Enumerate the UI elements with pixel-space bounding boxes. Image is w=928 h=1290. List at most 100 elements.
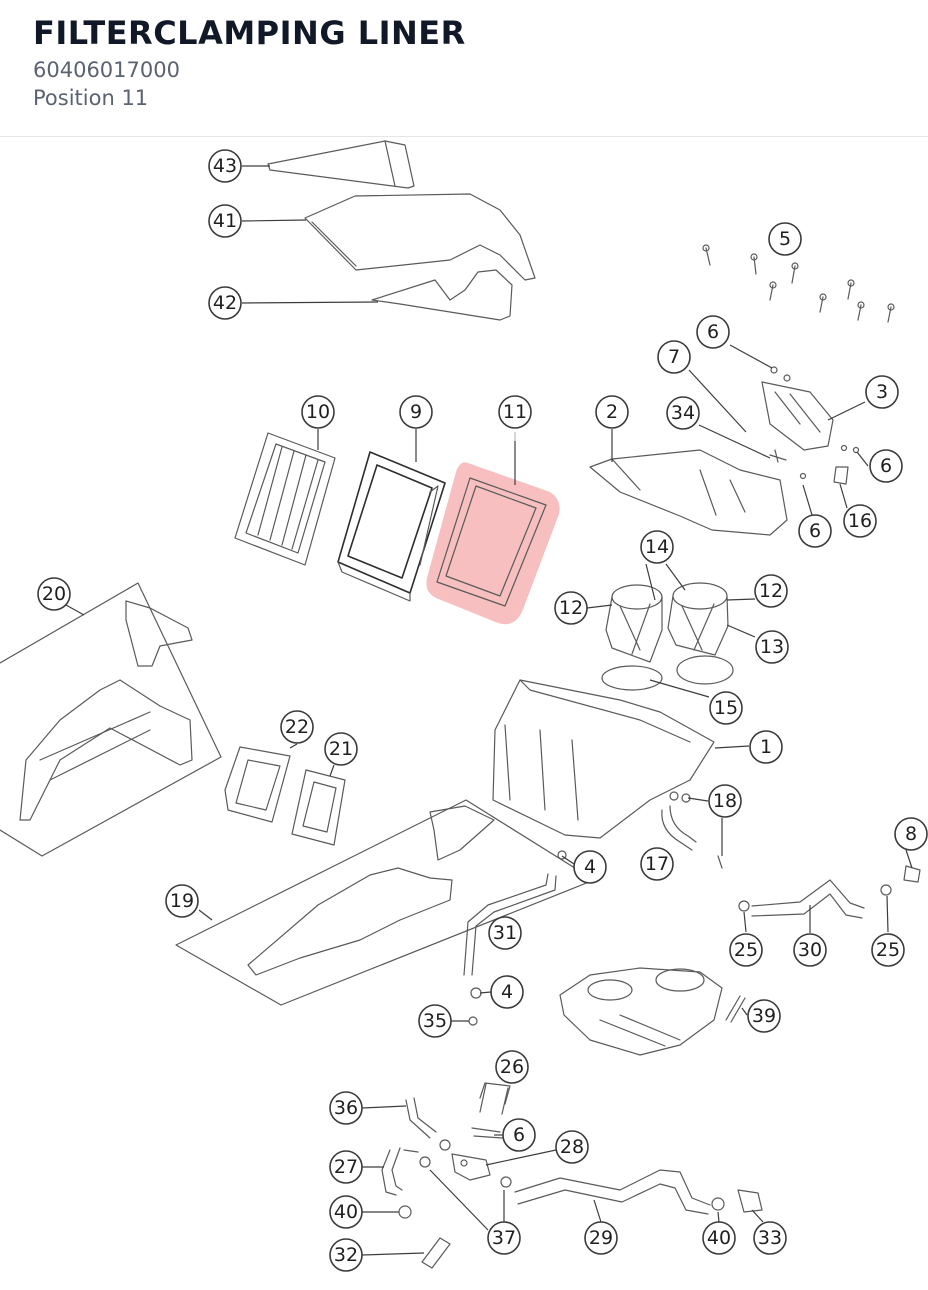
part-33-sensor — [737, 1189, 763, 1213]
part-31-hose — [463, 873, 557, 976]
callout-34[interactable]: 34 — [666, 396, 700, 430]
callout-42[interactable]: 42 — [208, 286, 242, 320]
part-6-screws-lower — [471, 1127, 503, 1139]
svg-text:12: 12 — [759, 580, 783, 602]
svg-text:2: 2 — [606, 401, 618, 423]
callout-28[interactable]: 28 — [555, 1130, 589, 1164]
part-28-fitting — [451, 1153, 491, 1181]
callout-12-right[interactable]: 12 — [754, 574, 788, 608]
part-25-clamps — [738, 884, 892, 912]
page-header: FILTERCLAMPING LINER 60406017000 Positio… — [0, 0, 928, 137]
part-41-cover — [304, 193, 536, 281]
callout-5[interactable]: 5 — [768, 222, 802, 256]
callout-8[interactable]: 8 — [894, 817, 928, 851]
position-label: Position 11 — [33, 86, 149, 110]
part-42-cover — [371, 269, 513, 321]
svg-text:42: 42 — [213, 292, 237, 314]
callout-30[interactable]: 30 — [793, 933, 827, 967]
svg-text:6: 6 — [513, 1124, 525, 1146]
part-15-o-rings — [601, 655, 734, 691]
callout-27[interactable]: 27 — [329, 1150, 363, 1184]
svg-text:27: 27 — [334, 1156, 358, 1178]
callout-26[interactable]: 26 — [495, 1050, 529, 1084]
callout-2[interactable]: 2 — [595, 395, 629, 429]
callout-20[interactable]: 20 — [37, 577, 71, 611]
svg-text:22: 22 — [285, 716, 309, 738]
callout-31[interactable]: 31 — [488, 916, 522, 950]
callout-4-lower[interactable]: 4 — [490, 975, 524, 1009]
callout-10[interactable]: 10 — [301, 395, 335, 429]
callout-11-highlighted[interactable]: 11 — [486, 383, 544, 441]
callout-21[interactable]: 21 — [324, 732, 358, 766]
callout-35[interactable]: 35 — [418, 1004, 452, 1038]
part-2-intake-duct — [589, 449, 788, 536]
callout-1[interactable]: 1 — [749, 730, 783, 764]
svg-text:14: 14 — [645, 536, 669, 558]
part-26-bracket — [479, 1082, 511, 1115]
svg-text:8: 8 — [905, 823, 917, 845]
callout-6-mid[interactable]: 6 — [798, 514, 832, 548]
part-10-air-filter — [234, 432, 336, 566]
svg-text:26: 26 — [500, 1056, 524, 1078]
svg-text:11: 11 — [503, 401, 527, 423]
callout-15[interactable]: 15 — [709, 691, 743, 725]
part-30-hose — [751, 879, 865, 919]
svg-text:4: 4 — [584, 856, 596, 878]
callout-25-right[interactable]: 25 — [871, 933, 905, 967]
part-number: 60406017000 — [33, 58, 180, 82]
svg-text:12: 12 — [559, 597, 583, 619]
callout-13[interactable]: 13 — [755, 630, 789, 664]
svg-text:40: 40 — [334, 1201, 358, 1223]
svg-text:7: 7 — [668, 346, 680, 368]
callout-43[interactable]: 43 — [208, 149, 242, 183]
callout-40-right[interactable]: 40 — [702, 1221, 736, 1255]
callout-40-left[interactable]: 40 — [329, 1195, 363, 1229]
part-3-bracket — [761, 366, 834, 451]
callout-3[interactable]: 3 — [865, 375, 899, 409]
callout-6-right[interactable]: 6 — [869, 449, 903, 483]
callout-6-top[interactable]: 6 — [696, 315, 730, 349]
callout-29[interactable]: 29 — [584, 1221, 618, 1255]
svg-text:25: 25 — [734, 939, 758, 961]
callout-4-upper[interactable]: 4 — [573, 850, 607, 884]
svg-text:6: 6 — [809, 520, 821, 542]
callout-39[interactable]: 39 — [747, 999, 781, 1033]
part-27-hose — [381, 1147, 419, 1196]
callout-12-left[interactable]: 12 — [554, 591, 588, 625]
part-1-airbox — [492, 679, 715, 839]
svg-text:6: 6 — [707, 321, 719, 343]
part-37-clamps — [419, 1139, 512, 1188]
callout-9[interactable]: 9 — [399, 395, 433, 429]
callout-25-left[interactable]: 25 — [729, 933, 763, 967]
part-40-clamps — [398, 1197, 725, 1219]
leader-lines — [65, 165, 913, 1256]
svg-text:6: 6 — [880, 455, 892, 477]
callout-41[interactable]: 41 — [208, 204, 242, 238]
callout-7[interactable]: 7 — [657, 340, 691, 374]
callout-17[interactable]: 17 — [640, 847, 674, 881]
part-32-sensor — [421, 1237, 451, 1269]
svg-text:15: 15 — [714, 697, 738, 719]
callout-16[interactable]: 16 — [843, 504, 877, 538]
callout-6-lower[interactable]: 6 — [502, 1118, 536, 1152]
part-36-hose — [405, 1097, 437, 1139]
callout-18[interactable]: 18 — [708, 784, 742, 818]
callout-36[interactable]: 36 — [329, 1091, 363, 1125]
callout-19[interactable]: 19 — [165, 884, 199, 918]
callout-32[interactable]: 32 — [329, 1238, 363, 1272]
callout-22[interactable]: 22 — [280, 710, 314, 744]
part-title: FILTERCLAMPING LINER — [33, 14, 466, 52]
callout-37[interactable]: 37 — [487, 1221, 521, 1255]
svg-text:39: 39 — [752, 1005, 776, 1027]
svg-text:29: 29 — [589, 1227, 613, 1249]
svg-text:16: 16 — [848, 510, 872, 532]
svg-text:31: 31 — [493, 922, 517, 944]
part-11-filterclamping-liner-highlighted[interactable] — [426, 462, 560, 625]
callout-14[interactable]: 14 — [640, 530, 674, 564]
callout-33[interactable]: 33 — [753, 1221, 787, 1255]
svg-text:37: 37 — [492, 1227, 516, 1249]
svg-text:25: 25 — [876, 939, 900, 961]
svg-text:36: 36 — [334, 1097, 358, 1119]
svg-text:41: 41 — [213, 210, 237, 232]
